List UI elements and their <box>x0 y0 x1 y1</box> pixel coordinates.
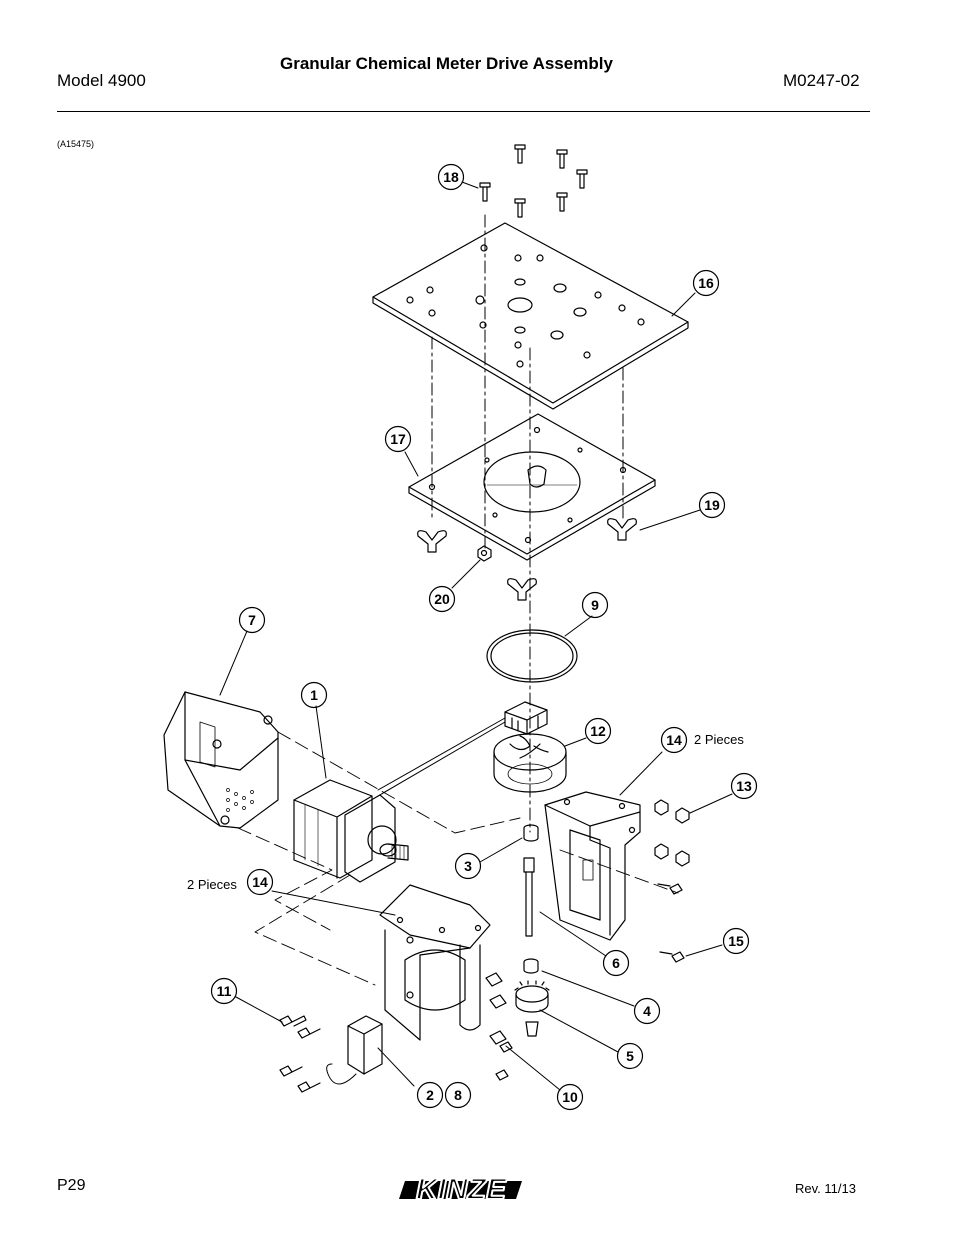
svg-text:11: 11 <box>217 983 232 999</box>
callout-18: 18 <box>437 163 465 191</box>
screws-item-18 <box>479 144 588 218</box>
svg-text:17: 17 <box>390 431 406 447</box>
svg-text:7: 7 <box>248 612 256 628</box>
svg-text:6: 6 <box>612 955 620 971</box>
shaft-item-6 <box>523 857 535 937</box>
coupler-item-3 <box>523 824 539 842</box>
callout-11: 11 <box>210 977 238 1005</box>
page-number: P29 <box>57 1177 86 1194</box>
callout-14-left: 14 <box>246 868 274 896</box>
top-plate-item-16 <box>372 222 689 410</box>
lower-plate-item-17 <box>408 413 656 561</box>
svg-text:18: 18 <box>443 169 459 185</box>
bushing-item-4 <box>523 958 539 974</box>
bolts-item-15 <box>657 883 685 963</box>
gear-item-5 <box>514 980 550 1037</box>
motor-item-1 <box>293 779 409 883</box>
svg-text:8: 8 <box>454 1087 462 1103</box>
callout-6: 6 <box>602 949 630 977</box>
svg-text:14: 14 <box>252 874 268 890</box>
callout-10: 10 <box>556 1083 584 1111</box>
svg-text:15: 15 <box>728 933 744 949</box>
callout-3: 3 <box>454 852 482 880</box>
svg-text:20: 20 <box>434 591 450 607</box>
header-rule <box>57 111 870 112</box>
svg-text:13: 13 <box>736 778 752 794</box>
callout-14-right: 14 <box>660 726 688 754</box>
svg-text:10: 10 <box>562 1089 578 1105</box>
pieces-note-right: 2 Pieces <box>694 732 744 747</box>
wing-nuts-item-19 <box>417 518 637 601</box>
callout-2: 2 <box>416 1081 444 1109</box>
bolts-item-11 <box>279 1015 321 1093</box>
callout-9: 9 <box>581 591 609 619</box>
callout-16: 16 <box>692 269 720 297</box>
document-number: M0247-02 <box>783 71 860 90</box>
bracket-left-item-14 <box>379 884 491 1041</box>
svg-text:1: 1 <box>310 687 318 703</box>
callout-8: 8 <box>444 1081 472 1109</box>
callout-20: 20 <box>428 585 456 613</box>
model-label: Model 4900 <box>57 71 146 90</box>
callout-19: 19 <box>698 491 726 519</box>
callout-5: 5 <box>616 1042 644 1070</box>
motor-cover-item-7 <box>163 691 279 829</box>
svg-text:12: 12 <box>590 723 606 739</box>
svg-text:19: 19 <box>704 497 720 513</box>
svg-text:2: 2 <box>426 1087 434 1103</box>
callout-4: 4 <box>633 997 661 1025</box>
alignment-lines <box>431 214 624 833</box>
figure-reference: (A15475) <box>57 139 95 149</box>
cable-guard-item-2-8 <box>326 1015 383 1085</box>
svg-text:16: 16 <box>698 275 714 291</box>
rotor-item-12 <box>493 733 567 793</box>
o-ring-item-9 <box>486 629 578 683</box>
callout-12: 12 <box>584 717 612 745</box>
motor-connector <box>377 701 548 797</box>
svg-text:14: 14 <box>666 732 682 748</box>
revision-date: Rev. 11/13 <box>795 1181 856 1196</box>
pieces-note-left: 2 Pieces <box>187 877 237 892</box>
phantom-outlines <box>237 731 679 986</box>
svg-text:4: 4 <box>643 1003 651 1019</box>
leader-lines <box>219 181 733 1091</box>
svg-text:3: 3 <box>464 858 472 874</box>
callout-1: 1 <box>300 681 328 709</box>
callout-15: 15 <box>722 927 750 955</box>
svg-text:9: 9 <box>591 597 599 613</box>
svg-text:KINZE: KINZE <box>416 1173 507 1206</box>
callouts: 18 16 17 19 20 9 7 1 12 14 13 3 14 15 6 … <box>210 163 758 1111</box>
nut-item-20 <box>477 545 492 562</box>
svg-text:5: 5 <box>626 1048 634 1064</box>
bracket-right-item-14 <box>544 791 641 941</box>
kinze-logo: KINZE <box>399 1172 522 1207</box>
bolts-item-10 <box>485 972 513 1081</box>
callout-13: 13 <box>730 772 758 800</box>
callout-17: 17 <box>384 425 412 453</box>
page-title: Granular Chemical Meter Drive Assembly <box>280 54 613 73</box>
callout-7: 7 <box>238 606 266 634</box>
nuts-item-13 <box>654 799 690 867</box>
